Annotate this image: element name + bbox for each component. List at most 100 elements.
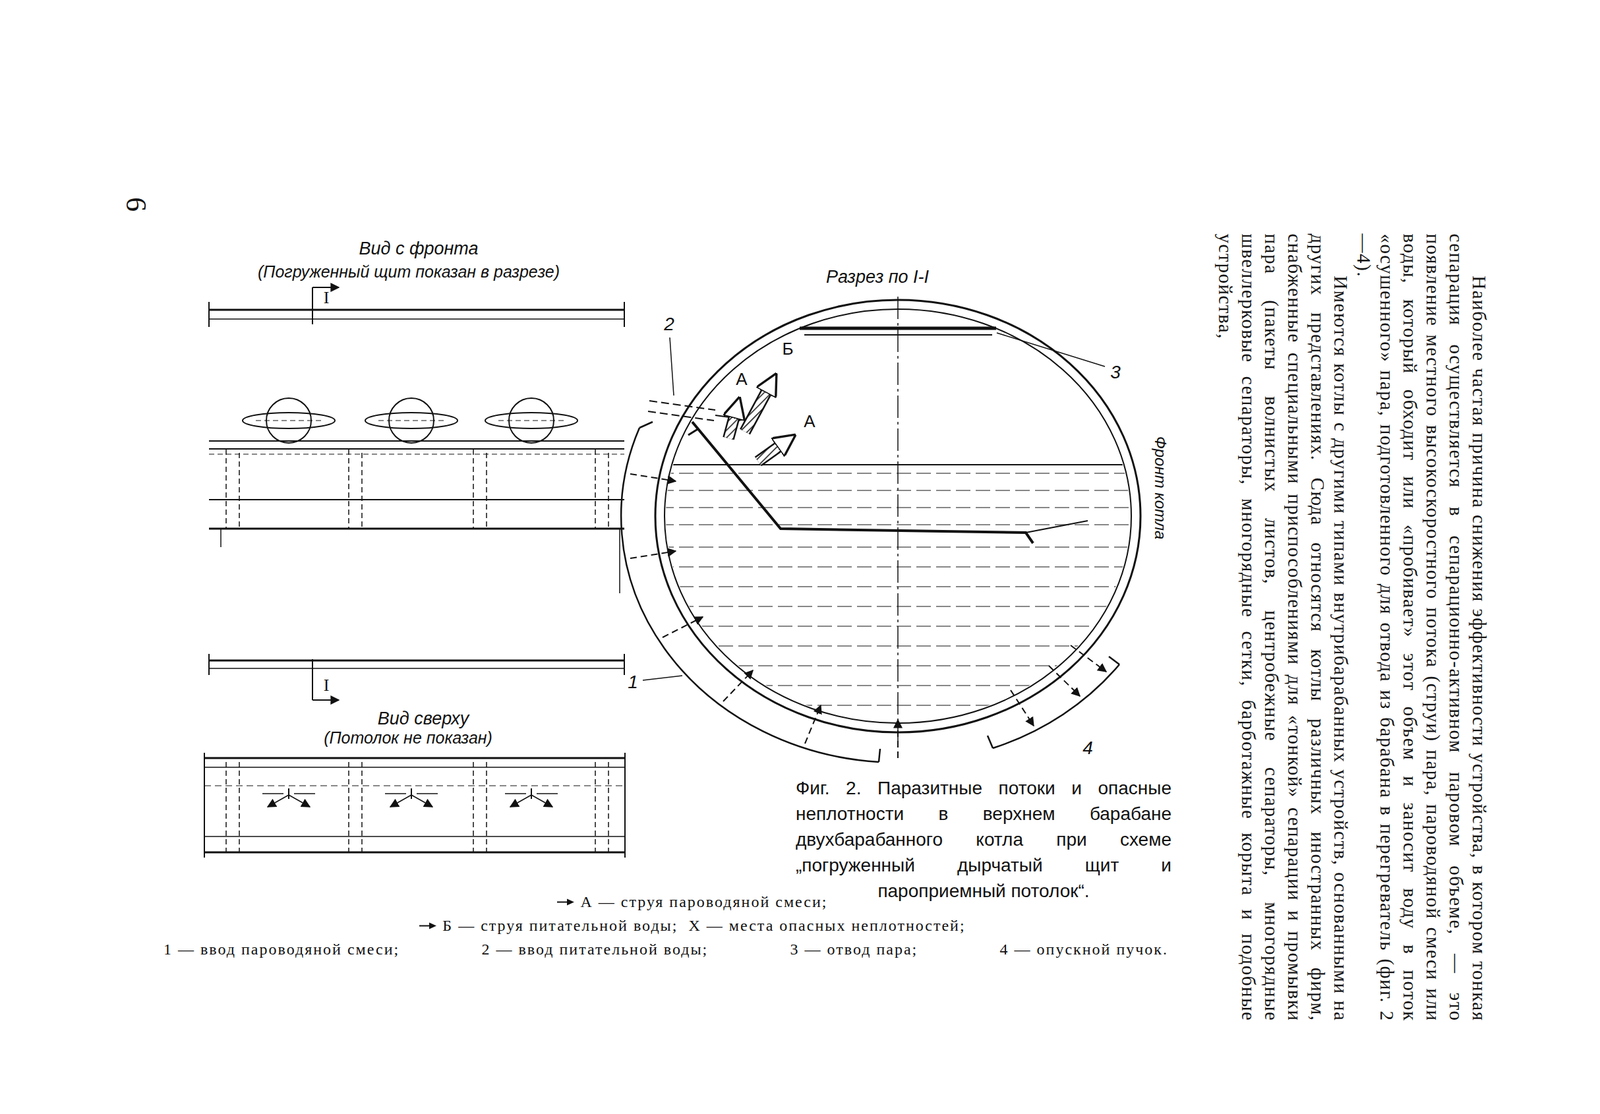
figure-stroke xyxy=(659,547,1141,548)
figure-stroke xyxy=(692,421,1034,544)
figure-stroke xyxy=(659,646,1141,647)
figure-stroke xyxy=(411,795,433,807)
figure-stroke xyxy=(348,448,362,529)
figure-stroke xyxy=(649,400,716,411)
perforated-shield xyxy=(688,421,1088,544)
figure-stroke xyxy=(648,411,714,421)
figure-stroke xyxy=(208,448,625,450)
figure-stroke xyxy=(659,705,1141,707)
section-mark: I xyxy=(323,675,330,696)
figure-stroke xyxy=(208,454,625,455)
figure-stroke xyxy=(311,659,314,701)
figure-stroke xyxy=(758,444,782,462)
figure-stroke xyxy=(1070,645,1107,672)
figure-stroke xyxy=(659,586,1141,588)
drum-section xyxy=(655,296,1141,742)
figure-stroke xyxy=(262,793,284,795)
body-paragraph: Наиболее частая причина снижения эффекти… xyxy=(1351,234,1490,1022)
section-mark: I xyxy=(323,288,330,308)
figure-stroke xyxy=(203,752,206,858)
figure-stroke xyxy=(758,444,782,462)
figure-stroke xyxy=(378,420,445,422)
figure-stroke xyxy=(204,757,625,760)
body-text: Наиболее частая причина снижения эффекти… xyxy=(1213,234,1490,1022)
figure-stroke xyxy=(688,428,699,436)
figure-stroke xyxy=(312,286,339,289)
downcomers xyxy=(987,645,1120,749)
callout-number: 4 xyxy=(1082,737,1094,759)
figure-stroke xyxy=(996,332,1105,367)
figure-stroke xyxy=(897,296,899,742)
flow-letter: Б xyxy=(781,339,794,360)
figure-stroke xyxy=(204,851,625,854)
figure-stroke xyxy=(723,670,753,702)
figure-stroke xyxy=(1048,665,1080,697)
figure-stroke xyxy=(744,388,769,432)
notation-row: 1 — ввод пароводяной смеси; 2 — ввод пита… xyxy=(163,940,1169,959)
legend-arrow-head xyxy=(566,898,575,906)
front-view xyxy=(208,287,625,701)
figure-stroke xyxy=(204,835,625,838)
figure-stroke xyxy=(311,287,314,325)
figure-stroke xyxy=(992,664,1120,749)
figure-stroke xyxy=(531,795,553,807)
figure-stroke xyxy=(312,699,339,701)
view-title: Вид с фронта xyxy=(358,238,478,260)
figure-stroke xyxy=(669,337,674,396)
notation: 4 — опускной пучок. xyxy=(1000,940,1169,959)
figure-stroke xyxy=(485,412,578,429)
figure-stroke xyxy=(208,301,210,327)
legend-arrow-shaft xyxy=(557,901,569,903)
figure-stroke xyxy=(595,758,609,853)
figure-stroke xyxy=(385,793,407,795)
figure-stroke xyxy=(208,653,210,676)
top-view xyxy=(204,752,625,858)
figure-stroke xyxy=(416,793,438,795)
figure-stroke xyxy=(595,448,609,529)
callout-number: 1 xyxy=(627,671,639,693)
figure-stroke xyxy=(1010,690,1034,726)
figure-stroke xyxy=(623,653,625,676)
figure-stroke xyxy=(662,617,703,638)
figure-stroke xyxy=(987,735,993,749)
flow-jets xyxy=(728,388,782,462)
notation-row: Б — струя питательной воды;Х — места опа… xyxy=(296,917,1088,935)
figure-stroke xyxy=(744,388,769,432)
figure-stroke xyxy=(348,758,362,853)
figure-stroke xyxy=(473,758,487,853)
view-subtitle: (Потолок не показан) xyxy=(323,728,493,748)
figure-stroke xyxy=(619,528,621,594)
notation-row: А — струя пароводяной смеси; xyxy=(296,893,1088,912)
figure-stroke xyxy=(536,793,558,795)
figure-stroke xyxy=(621,427,879,763)
figure-stroke xyxy=(728,414,736,439)
figure-stroke xyxy=(390,795,412,807)
figure-stroke xyxy=(504,793,527,795)
side-label: Фронт котла xyxy=(1151,436,1170,540)
notation: 1 — ввод пароводяной смеси; xyxy=(163,940,400,959)
body-paragraph: Имеются котлы с другими типами внутрибар… xyxy=(1213,234,1352,1022)
figure-stroke xyxy=(1025,520,1088,533)
notation: 2 — ввод питательной воды; xyxy=(481,940,709,959)
figure-stroke xyxy=(639,421,653,428)
figure-stroke xyxy=(728,414,736,439)
figure-caption: Фиг. 2. Паразитные потоки и опасные непл… xyxy=(795,775,1172,904)
figure-stroke xyxy=(659,473,1141,475)
callout-number: 2 xyxy=(663,313,675,335)
figure-stroke xyxy=(294,793,316,795)
figure-stroke xyxy=(1108,656,1120,665)
figure-stroke xyxy=(288,788,290,800)
view-title: Вид сверху xyxy=(377,708,470,730)
flow-letter: А xyxy=(735,369,747,390)
figure-stroke xyxy=(204,766,625,769)
figure-stroke xyxy=(624,752,626,858)
figure-stroke xyxy=(804,705,821,744)
figure-stroke xyxy=(204,785,625,787)
legend-item: Б — струя питательной воды; xyxy=(418,917,678,935)
figure-stroke xyxy=(255,420,322,422)
figure-stroke xyxy=(659,566,1141,568)
feedwater-inlet xyxy=(648,337,744,421)
figure-stroke xyxy=(799,326,997,331)
figure-stroke xyxy=(659,464,1141,466)
